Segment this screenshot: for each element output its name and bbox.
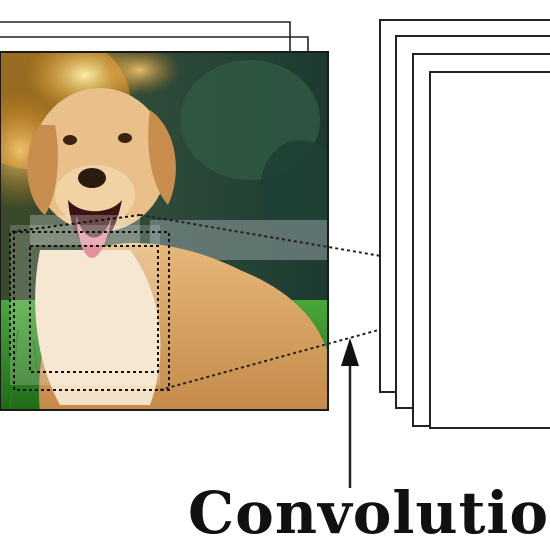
input-stack-back-layers (0, 21, 309, 52)
kernel-boxes (9, 214, 170, 391)
feature-map-stack (379, 19, 550, 429)
input-image-dog (0, 52, 328, 410)
input-image-border (0, 51, 329, 411)
arrow-up-icon (341, 338, 359, 488)
caption-convolution: Convolution (188, 479, 550, 547)
